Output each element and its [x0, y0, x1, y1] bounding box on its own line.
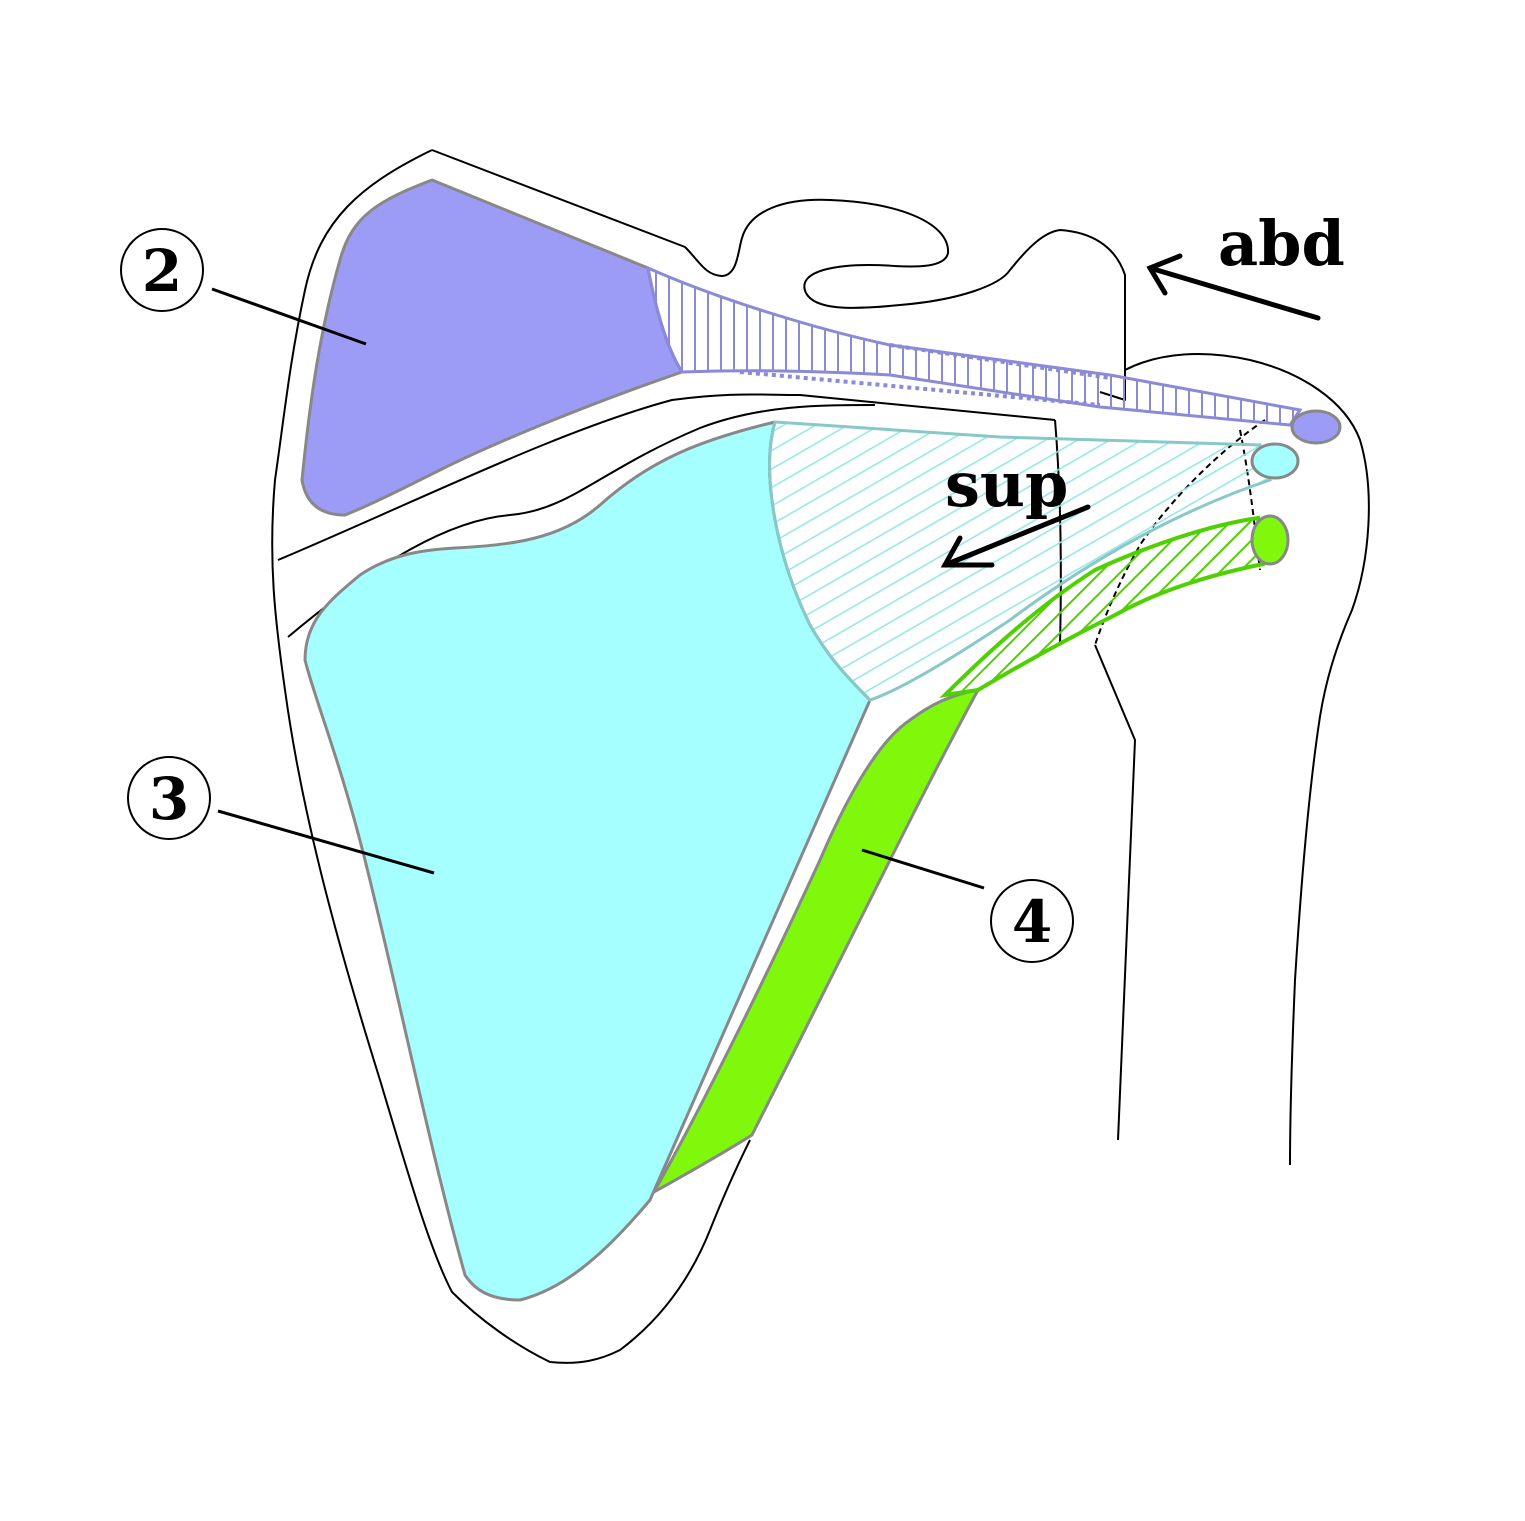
abduction-indicator: abd — [1146, 207, 1345, 321]
callout-4-circle — [990, 879, 1074, 963]
muscle-4-insertion — [1250, 514, 1290, 566]
sup-label: sup — [945, 448, 1068, 521]
callout-3-circle — [127, 756, 211, 840]
sup-arrow-head — [940, 535, 995, 568]
abd-arrow-head — [1146, 253, 1183, 296]
supination-indicator: sup — [940, 448, 1091, 568]
leader-lines — [211, 287, 985, 890]
muscle-2-insertion — [1290, 409, 1342, 445]
sup-arrow-shaft — [942, 504, 1091, 568]
leader-line-2 — [211, 287, 367, 346]
leader-line-4 — [861, 848, 985, 890]
muscle-2-group — [300, 178, 1342, 517]
muscle-4-group — [652, 514, 1290, 1194]
muscle-4-belly — [652, 688, 980, 1194]
callout-4: 4 — [990, 879, 1074, 963]
abd-arrow-shaft — [1147, 265, 1321, 321]
callout-2-circle — [120, 228, 204, 312]
callout-2: 2 — [120, 228, 204, 312]
leader-line-3 — [217, 809, 435, 875]
muscle-2-tendon — [645, 265, 1303, 427]
muscle-3-insertion — [1250, 442, 1300, 480]
callout-3: 3 — [127, 756, 211, 840]
muscle-4-tendon — [939, 515, 1266, 698]
muscle-3-tendon — [768, 420, 1272, 702]
abd-label: abd — [1218, 207, 1345, 280]
callout-2-label: 2 — [142, 237, 182, 305]
callout-4-label: 4 — [1012, 888, 1052, 956]
muscle-3-group — [303, 420, 1300, 1302]
callout-3-label: 3 — [149, 765, 189, 833]
